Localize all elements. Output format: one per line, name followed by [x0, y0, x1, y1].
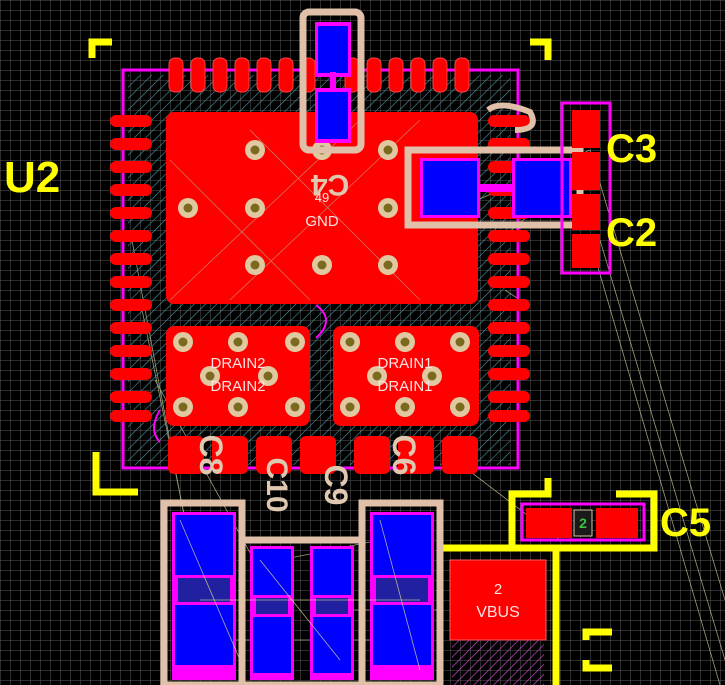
gnd-net-label: GND [305, 213, 339, 230]
drain2-label-bottom: DRAIN2 [210, 378, 265, 395]
c5-label: C5 [660, 501, 711, 545]
c6-component[interactable]: C6 [370, 435, 434, 680]
trace-link [315, 304, 327, 339]
drain2-pad[interactable] [166, 326, 310, 426]
vbus-component[interactable]: 2 VBUS [436, 544, 560, 685]
c9-label: C9 [318, 465, 354, 506]
c8-component[interactable]: C8 [172, 435, 236, 680]
ratsnest-bottom [179, 519, 421, 671]
u2-corner-tl [88, 38, 112, 58]
u2-top-pins [168, 57, 470, 93]
trace-arc-left [153, 409, 161, 443]
u2-left-pins [110, 115, 152, 422]
u2-corner-tr [530, 38, 552, 60]
drain-vias [173, 332, 470, 417]
c2-label: C2 [606, 211, 657, 255]
vbus-pin-number: 2 [494, 581, 502, 598]
c5-component[interactable]: 2 C5 [508, 478, 711, 552]
gnd-pin-number: 49 [315, 190, 329, 205]
corner-mark-bottom-right [582, 628, 612, 672]
c4-silk [299, 8, 365, 154]
c5-pad-mark: 2 [579, 515, 587, 531]
drain1-label-bottom: DRAIN1 [377, 378, 432, 395]
c6-label: C6 [386, 435, 422, 476]
c8-label: C8 [193, 435, 229, 476]
vbus-net-label: VBUS [476, 604, 520, 621]
c3-label: C3 [606, 127, 657, 171]
u2-corner-bl [92, 452, 138, 496]
c3-c2-component[interactable]: C3 C2 [560, 101, 657, 275]
c10-label: C10 [260, 457, 293, 512]
c10-component[interactable]: C10 [250, 457, 294, 680]
bottom-caps-silk [160, 499, 444, 685]
u2-label: U2 [4, 153, 60, 202]
drain2-label-top: DRAIN2 [210, 355, 265, 372]
c3-c2-outline [560, 101, 612, 275]
u2-bottom-pins [168, 436, 478, 474]
cap-top-right-mark [486, 102, 536, 133]
drain1-label-top: DRAIN1 [377, 355, 432, 372]
c9-component[interactable]: C9 [310, 465, 354, 680]
cap-top-right[interactable] [404, 102, 584, 229]
c4-component[interactable]: C4 [299, 8, 365, 201]
c4-label: C4 [311, 168, 350, 201]
drain1-pad[interactable] [333, 326, 479, 426]
